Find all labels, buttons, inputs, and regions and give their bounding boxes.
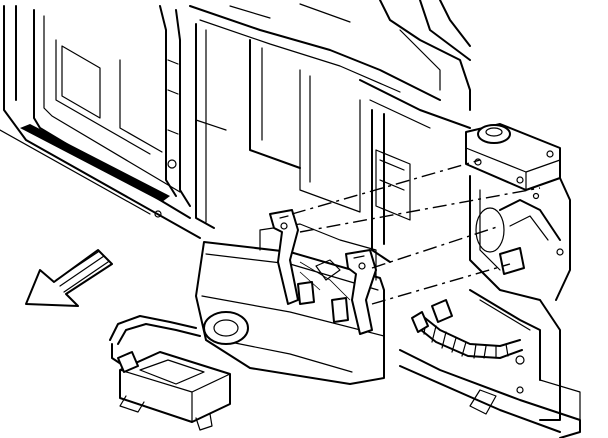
direction-arrow-icon [25,249,113,307]
control-module [109,315,231,431]
headlamp-assembly [195,209,385,385]
fender-inner-structure [359,0,581,438]
installation-guide-lines [291,159,541,305]
radiator-support-frame [0,3,441,239]
wiring-harness [411,299,523,359]
